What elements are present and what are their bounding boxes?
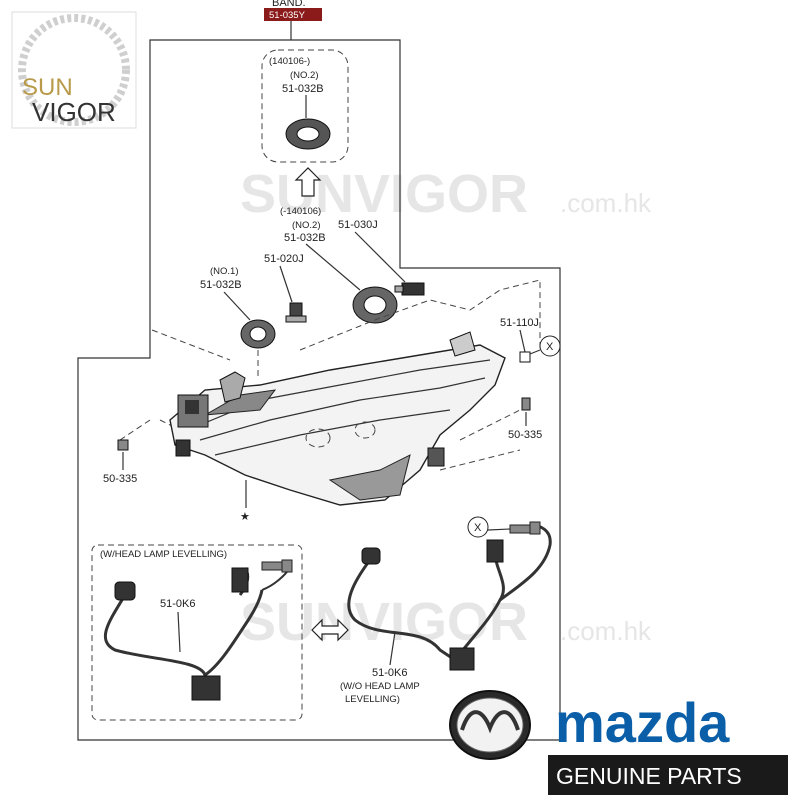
marker-x-circle-bottom	[467, 516, 489, 538]
assembly-outline	[77, 39, 561, 741]
clip-left	[117, 439, 129, 451]
svg-text:.com.hk: .com.hk	[560, 188, 652, 218]
without-leveling-line1: (W/O HEAD LAMP	[340, 681, 420, 692]
watermark-bottom: SUNVIGOR .com.hk	[240, 592, 652, 652]
bulb-030j	[394, 282, 425, 296]
without-leveling-line2: LEVELLING)	[345, 694, 400, 705]
part-030j: 51-030J	[338, 219, 378, 231]
update-arrow	[294, 167, 322, 197]
svg-text:.com.hk: .com.hk	[560, 616, 652, 646]
top-code-bg	[264, 8, 322, 21]
watermark-top: SUNVIGOR .com.hk	[240, 164, 652, 224]
sunvigor-logo: SUN VIGOR	[11, 11, 137, 129]
svg-text:VIGOR: VIGOR	[32, 97, 116, 127]
without-leveling-part: 51-0K6	[372, 667, 407, 679]
top-word: BAND.	[272, 0, 306, 9]
svg-text:SUNVIGOR: SUNVIGOR	[240, 164, 528, 224]
inset-date: (140106-)	[269, 56, 310, 67]
bulb-020j	[285, 302, 307, 323]
clip-right	[521, 397, 531, 411]
inset-seal	[285, 118, 331, 150]
marker-x-top: X	[546, 341, 554, 353]
inset-no2: (NO.2)	[290, 70, 319, 81]
headlamp-assembly	[169, 331, 506, 506]
with-leveling-title: (W/HEAD LAMP LEVELLING)	[100, 549, 227, 560]
marker-x-circle-top	[539, 335, 561, 357]
bulb-110j	[519, 351, 531, 363]
harness-without-leveling	[347, 521, 552, 671]
part-032b-mid: 51-032B	[284, 232, 326, 244]
mazda-emblem	[449, 690, 531, 760]
genuine-parts-label: GENUINE PARTS	[556, 763, 742, 789]
star-marker: ★	[240, 511, 250, 523]
part-110j: 51-110J	[500, 317, 539, 329]
svg-text:SUN: SUN	[22, 74, 73, 101]
date-before: (-140106)	[280, 206, 321, 217]
mazda-wordmark: mazda	[555, 691, 730, 754]
marker-x-bottom: X	[474, 522, 482, 534]
no1-label: (NO.1)	[210, 266, 239, 277]
with-leveling-part: 51-0K6	[160, 598, 195, 610]
top-code: 51-035Y	[269, 10, 306, 21]
harness-with-leveling	[103, 559, 293, 701]
inset-part: 51-032B	[282, 83, 324, 95]
clip-left-label: 50-335	[103, 473, 137, 485]
no2-label: (NO.2)	[292, 220, 321, 231]
genuine-parts-bg	[548, 755, 788, 795]
svg-text:SUNVIGOR: SUNVIGOR	[240, 592, 528, 652]
part-032b-left: 51-032B	[200, 279, 242, 291]
clip-right-label: 50-335	[508, 429, 542, 441]
swap-arrow	[311, 618, 349, 642]
inset-box	[261, 49, 349, 163]
part-020j: 51-020J	[264, 253, 304, 265]
dust-cover-no1	[240, 319, 276, 349]
dust-cover-no2	[352, 286, 398, 324]
